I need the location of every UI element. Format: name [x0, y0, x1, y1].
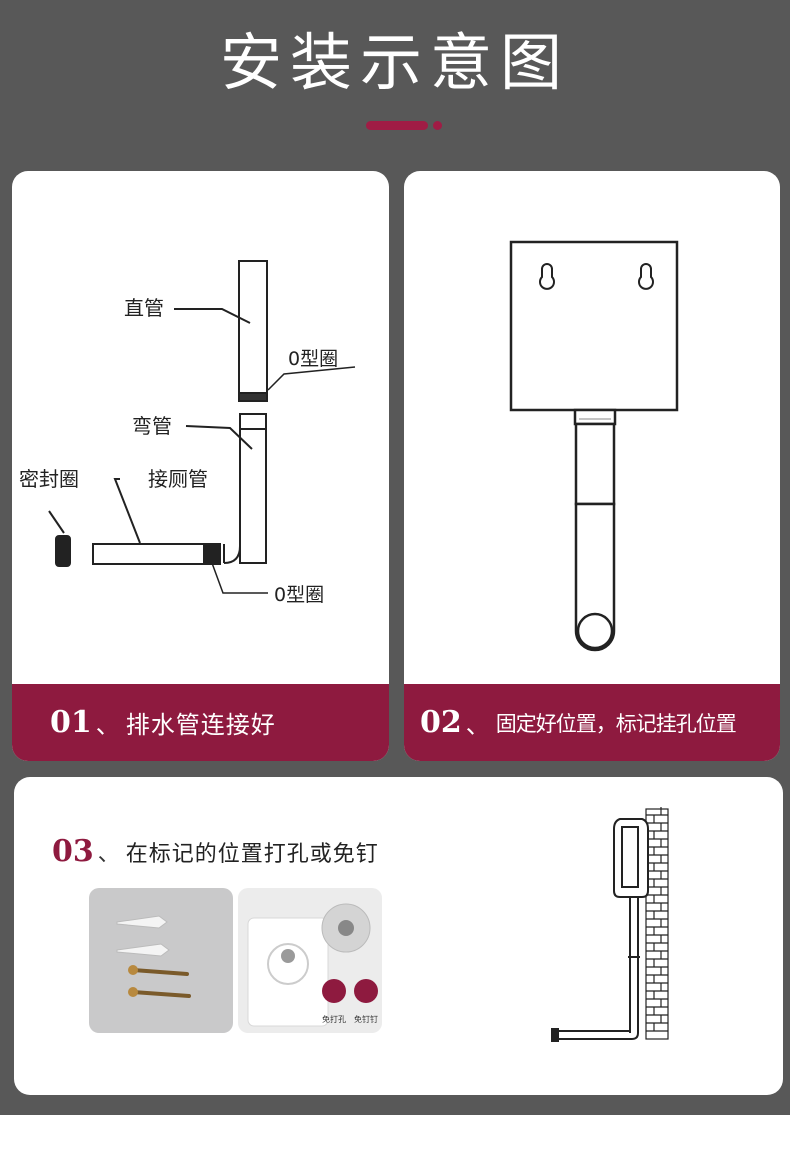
screw-icons	[131, 968, 191, 998]
label-seal-ring: 密封圈	[19, 467, 79, 491]
hang-hole-left-icon	[539, 263, 555, 290]
bent-pipe-curve	[223, 414, 241, 564]
adhesive-hook-photo: 免打孔 免钉钉	[238, 888, 382, 1033]
pipe-lower-shape	[574, 502, 616, 652]
anchors-screws-photo	[89, 888, 233, 1033]
plastic-anchor-icons	[116, 915, 170, 957]
pipe-end-shape	[576, 612, 614, 650]
straight-pipe-shape	[238, 260, 268, 394]
mounted-tank-shape	[613, 818, 649, 898]
step1-number: 01	[50, 705, 92, 740]
tank-diagram	[509, 240, 679, 652]
o-ring-top-shape	[238, 392, 268, 402]
step2-separator: 、	[465, 711, 490, 739]
label-straight-pipe: 直管	[124, 296, 164, 320]
seal-ring-shape	[55, 535, 71, 567]
step2-caption: 固定好位置，标记挂孔位置	[495, 711, 737, 736]
hook-bolt-icon	[281, 949, 295, 963]
wall-mount-diagram	[551, 807, 669, 1042]
tank-outlet-shape	[573, 408, 617, 426]
tank-box-shape	[509, 240, 679, 412]
step2-caption-bar: 02 、 固定好位置，标记挂孔位置	[404, 684, 780, 761]
label-bent-pipe: 弯管	[132, 414, 172, 438]
no-drill-icon	[322, 979, 346, 1003]
step1-caption-bar: 01 、 排水管连接好	[12, 684, 389, 761]
title-underline-dot	[433, 121, 442, 130]
label-o-ring-bottom: 0型圈	[274, 584, 324, 606]
title-underline-bar	[366, 121, 428, 130]
brick-wall-shape	[645, 807, 669, 1040]
drain-pipe-diagram: 直管 0型圈 弯管 密封圈 接厕管 0型圈	[19, 260, 356, 606]
label-o-ring-top: 0型圈	[288, 348, 338, 370]
step3-caption: 在标记的位置打孔或免钉	[125, 841, 379, 867]
step3-card: 03 、 在标记的位置打孔或免钉	[14, 777, 783, 1095]
step1-caption: 排水管连接好	[125, 711, 276, 739]
hang-hole-right-icon	[638, 263, 654, 290]
no-drill-label: 免打孔	[322, 1014, 346, 1024]
hang-hole-icons	[539, 263, 654, 290]
step1-separator: 、	[95, 711, 120, 739]
pipe-upper-shape	[574, 422, 616, 506]
page-title: 安装示意图	[219, 26, 570, 99]
toilet-pipe-shape	[92, 543, 205, 565]
o-ring-bottom-shape	[203, 543, 221, 565]
no-nail-label: 免钉钉	[354, 1014, 378, 1024]
adhesive-plate-shape	[247, 917, 329, 1027]
no-nail-icon	[354, 979, 378, 1003]
step2-number: 02	[420, 705, 462, 740]
label-toilet-pipe: 接厕管	[148, 467, 208, 491]
step3-separator: 、	[97, 841, 120, 867]
bent-pipe-vertical	[239, 413, 267, 564]
step2-card: 02 、 固定好位置，标记挂孔位置	[404, 171, 780, 761]
step3-heading: 03 、 在标记的位置打孔或免钉	[52, 834, 379, 869]
step1-card: 直管 0型圈 弯管 密封圈 接厕管 0型圈 01 、 排水管连接好	[12, 171, 389, 761]
step3-number: 03	[52, 834, 94, 869]
